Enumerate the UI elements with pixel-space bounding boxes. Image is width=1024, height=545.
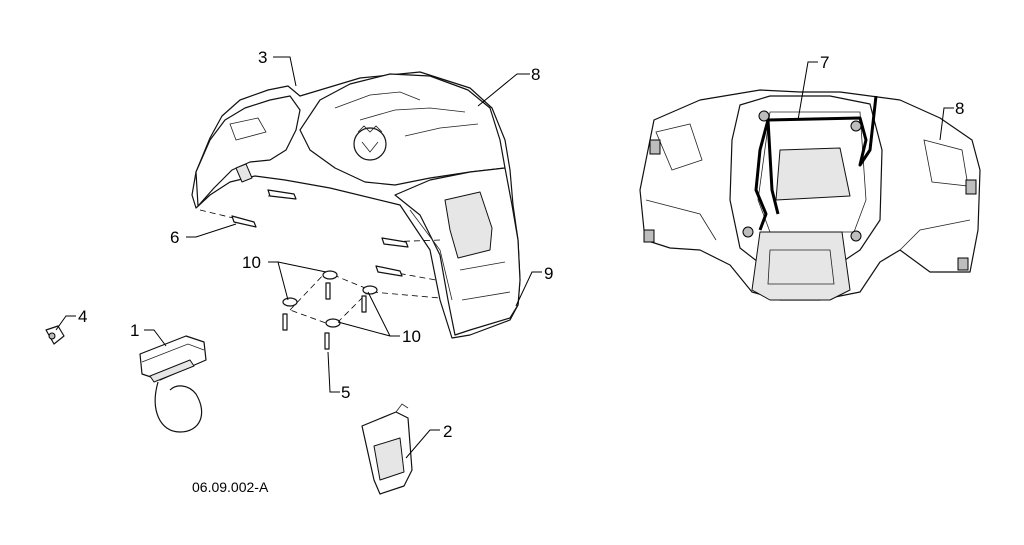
callout-1: 1 (130, 321, 139, 340)
brand-logo-emblem (353, 125, 387, 161)
screws-part-5 (282, 282, 367, 350)
bracket-part-2 (361, 403, 413, 495)
callout-5: 5 (341, 383, 350, 402)
callout-labels: 3 8 7 8 9 6 10 10 4 1 5 2 06.09.002-A (78, 48, 964, 495)
hood-assembly-left (191, 71, 521, 339)
side-panel-window (444, 191, 493, 259)
callout-2: 2 (443, 422, 452, 441)
callout-3: 3 (258, 48, 267, 67)
callout-10-lower: 10 (402, 327, 421, 346)
side-bolts (375, 237, 409, 277)
cable-loop (154, 381, 203, 433)
hood-assembly-right (639, 89, 981, 301)
clip-part-4 (45, 325, 65, 345)
callout-8-right: 8 (955, 99, 964, 118)
washers-part-10 (282, 270, 378, 328)
callout-6: 6 (170, 228, 179, 247)
screws-part-6 (231, 189, 297, 228)
callout-4: 4 (78, 307, 87, 326)
callout-10-upper: 10 (242, 253, 261, 272)
callout-8-left: 8 (531, 65, 540, 84)
drawing-code: 06.09.002-A (192, 479, 269, 495)
underside-center-block (751, 231, 851, 301)
wiring-harness-part-7 (754, 95, 878, 231)
callout-leaders (55, 56, 954, 459)
assembly-guide-lines (199, 195, 441, 427)
callout-9: 9 (544, 264, 553, 283)
light-unit-part-1 (139, 335, 207, 433)
callout-7: 7 (820, 53, 829, 72)
left-fender (195, 95, 301, 207)
